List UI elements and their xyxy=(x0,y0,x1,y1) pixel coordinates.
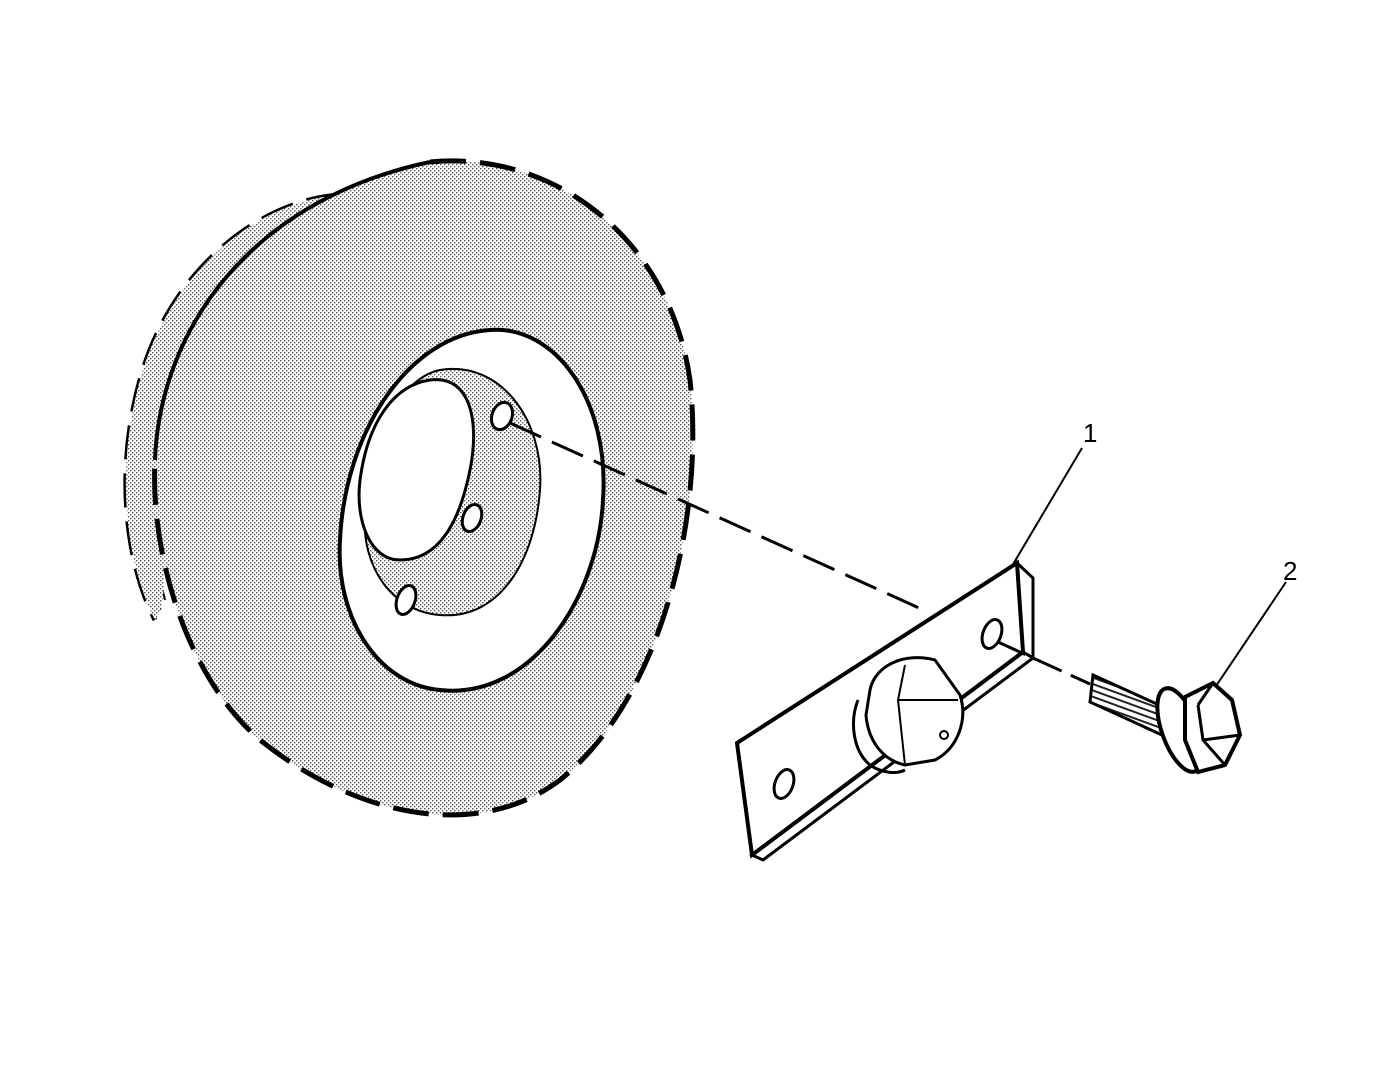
pulley-bolt-hole-middle xyxy=(460,502,484,534)
pulley-front-face xyxy=(154,160,693,815)
callout-part-1: 1 xyxy=(1011,418,1097,567)
tool-plate-hole-right xyxy=(980,618,1004,650)
tool-hex-flats xyxy=(896,664,958,766)
tool-plate-hole-left xyxy=(772,768,796,800)
callout-part-2: 2 xyxy=(1215,556,1297,687)
tool-hex-boss xyxy=(864,656,965,767)
pulley-bolt-hole-bottom xyxy=(394,584,418,616)
pulley-bolt-hole-top xyxy=(489,400,515,432)
bolt-hex-head xyxy=(1183,680,1243,775)
pulley-outer-edge-left xyxy=(153,160,431,461)
assembly-line-pulley-to-tool xyxy=(509,421,929,614)
assembly-line-tool-to-bolt xyxy=(997,640,1091,686)
tool-boss-base xyxy=(852,699,906,774)
leader-line-part-1 xyxy=(1011,447,1083,567)
crankshaft-pulley-icon xyxy=(123,158,696,818)
callout-label-part-2: 2 xyxy=(1283,556,1297,586)
pulley-outer-edge xyxy=(152,158,696,818)
tool-boss-center-hole xyxy=(939,730,949,740)
holding-tool-plate-icon xyxy=(734,559,1036,862)
flange-bolt-icon xyxy=(1088,672,1243,775)
leader-line-part-2 xyxy=(1215,581,1287,687)
pulley-bore xyxy=(357,378,476,562)
callout-label-part-1: 1 xyxy=(1083,418,1097,448)
bolt-hex-face-lines xyxy=(1196,682,1241,766)
pulley-rear-band xyxy=(125,195,340,620)
